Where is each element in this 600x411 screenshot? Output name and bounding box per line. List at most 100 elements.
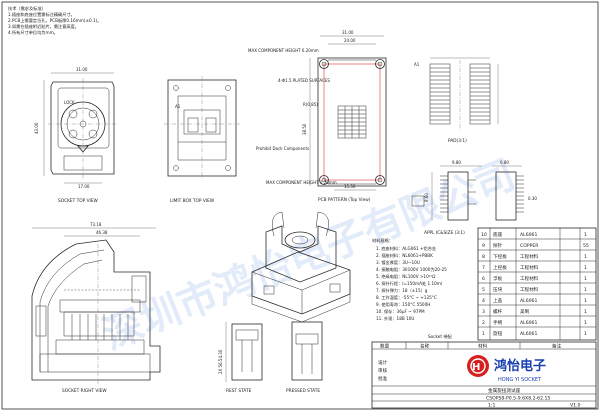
spec-line: 3. 镀金厚度：3U~10U <box>376 259 420 266</box>
note-line: 1.插座和底座位置需标注精确尺寸。 <box>8 11 75 18</box>
spec-line: 1. 底座材料：ALG061 +铝合金 <box>376 245 437 252</box>
spec-line: 4. 接触电阻：30100V 1000为20-25 <box>376 266 447 273</box>
bom-qty: 1 <box>584 232 587 238</box>
view-label-pressed: PRESSED STATE <box>286 388 320 394</box>
note-line: 2.PCB上需要定位孔，PCB板厚0.16mm(±0.1)。 <box>8 17 101 24</box>
label-prohibit: Prohibit Dock Components <box>256 146 309 151</box>
spec-line: 8. 工作温度：-55°C ~ +125°C <box>376 294 437 301</box>
bom-name: 下控板 <box>493 253 507 260</box>
rest-state-body <box>231 323 263 381</box>
dim-top-width: 31.00 <box>76 67 88 72</box>
pad-detail-view: A1 PAD(3:1) <box>414 57 499 144</box>
bom-material: COPPER <box>520 243 539 249</box>
pad-column-right <box>469 63 491 125</box>
tb-header: 备注 <box>552 343 562 350</box>
socket-right-view: 73.18 46.38 SOCKET RIGHT VIEW <box>31 222 161 394</box>
svg-text:H: H <box>472 362 480 373</box>
pad-stripes <box>430 67 490 121</box>
bom-qty: 1 <box>584 320 587 326</box>
bom-qty: 55 <box>583 243 589 249</box>
bom-no: 4 <box>482 298 485 304</box>
pad-column-left <box>429 63 451 125</box>
tb-header: 数量 <box>380 343 390 350</box>
tb-row-label: 审核 <box>378 367 388 374</box>
bom-name: 上控板 <box>493 264 507 271</box>
bom-no: 10 <box>481 232 487 238</box>
note-line: 技术（需求及标准） <box>8 5 46 12</box>
notes-block: 技术（需求及标准） 1.插座和底座位置需标注精确尺寸。 2.PCB上需要定位孔，… <box>8 5 101 36</box>
tb-row-label: 批准 <box>378 375 388 382</box>
part-desc: 金属旋扭测试座 <box>488 387 521 394</box>
bom-no: 9 <box>482 243 485 249</box>
view-label-appl-ic: APPL IC&SIZE (3:1) <box>424 230 465 236</box>
note-line: 4.所有尺寸单位均为mm。 <box>8 29 58 36</box>
bom-table: 10 底座 AL6061 1 9 探针 COPPER 55 8 下控板 工程材料… <box>477 227 597 341</box>
pcb-pattern-view: 31.00 24.00 MAX COMPONENT HEIGHT 6.20mm … <box>248 30 387 203</box>
spec-line: 6. 探针行程：Ⅰ=150mA处 1.10ml <box>376 280 442 287</box>
tb-row-label: 设计 <box>378 359 388 366</box>
bom-qty: 1 <box>584 298 587 304</box>
bom-no: 3 <box>482 309 485 315</box>
probe-area <box>63 311 135 337</box>
socket-label: Socket 带配 <box>428 334 453 340</box>
view-label-limit-box: LIMIT BOX TOP VIEW <box>170 198 215 204</box>
dim-pcb-side: 38.50 <box>302 123 307 135</box>
bom-material: AL6061 <box>520 320 537 326</box>
label-max-height-bottom: MAX COMPONENT HEIGHT 1.20mm <box>266 180 337 185</box>
knob-mark-lock: LOCK <box>64 100 75 105</box>
bom-no: 6 <box>482 276 485 282</box>
pcb-outline <box>317 57 387 187</box>
bom-material: AL6061 <box>520 232 537 238</box>
bom-qty: 1 <box>584 254 587 260</box>
dim-pcb-w1: 31.00 <box>342 30 354 35</box>
dim-ic-pitch: 0.80 <box>500 160 509 165</box>
bom-no: 1 <box>482 331 485 337</box>
iso-knob <box>284 231 316 249</box>
spec-line: 5. 绝缘电阻：NL100V >10¹²Ω <box>376 273 436 280</box>
dim-right-w1: 73.18 <box>90 222 102 227</box>
appl-ic-view: 9.80 0.80 8.60 0.30 APPL IC&SIZE (3:1) <box>411 160 537 236</box>
pad-rows <box>338 106 366 138</box>
bom-name: 探针 <box>493 242 503 249</box>
bom-qty: 1 <box>584 331 587 337</box>
view-label-pad: PAD(3:1) <box>448 138 467 144</box>
bom-no: 2 <box>482 320 485 326</box>
dim-right-w2: 46.38 <box>96 230 108 235</box>
bom-name: 浮板 <box>493 275 503 282</box>
bom-name: 螺杆 <box>493 308 503 315</box>
state-views: 2X 56.54.30 REST STATE PRESSED STATE <box>218 321 323 394</box>
lid-outline <box>57 87 110 149</box>
bom-material: 工程材料 <box>520 286 539 293</box>
title-block: 数量 名称 材料 备注 H 鸿怡电子 HONG YI SOCKET 设计 审核 … <box>371 341 597 409</box>
bom-material: 工程材料 <box>520 264 539 271</box>
bom-name: 手柄 <box>493 319 503 326</box>
r-top-label: R(0.85) <box>303 102 318 107</box>
bom-name: 旋钮 <box>493 330 503 337</box>
dim-top-height: 43.00 <box>34 122 39 134</box>
spec-line: 9. 使用寿命：150°C 5500H <box>376 301 430 308</box>
bom-qty: 1 <box>584 276 587 282</box>
spec-line: 7. 探针弹力：18（±15）g <box>376 287 428 294</box>
bom-name: 底座 <box>493 231 503 238</box>
bom-material: AL6061 <box>520 331 537 337</box>
dim-pcb-bottom: 15.50 <box>344 184 356 189</box>
view-label-pcb-pattern: PCB PATTERN (Top View) <box>318 197 371 203</box>
dim-ic-w: 9.80 <box>452 160 461 165</box>
label-max-height-top: MAX COMPONENT HEIGHT 6.20mm <box>248 48 319 53</box>
bom-material: 工程材料 <box>520 253 539 260</box>
ic-leads <box>440 175 524 213</box>
socket-top-view: 31.00 43.00 LOCK 17.00 SOCKET TOP VIEW <box>34 67 118 204</box>
dim-ic-h: 8.60 <box>424 193 429 202</box>
socket-body-outline <box>50 81 115 175</box>
bom-material: AL6061 <box>520 298 537 304</box>
bom-no: 5 <box>482 287 485 293</box>
view-label-socket-right: SOCKET RIGHT VIEW <box>62 388 107 394</box>
bom-no: 8 <box>482 254 485 260</box>
bom-name: 压块 <box>493 286 503 293</box>
spec-title: 材料规格： <box>372 237 393 244</box>
label-plated-holes: 4-Φ1.5 PLATED SURFACES <box>278 78 330 83</box>
view-label-socket-top: SOCKET TOP VIEW <box>58 198 99 204</box>
company-name-en: HONG YI SOCKET <box>498 377 542 383</box>
spec-line: 10. 保存：36μF ~ 97PM <box>376 308 425 315</box>
